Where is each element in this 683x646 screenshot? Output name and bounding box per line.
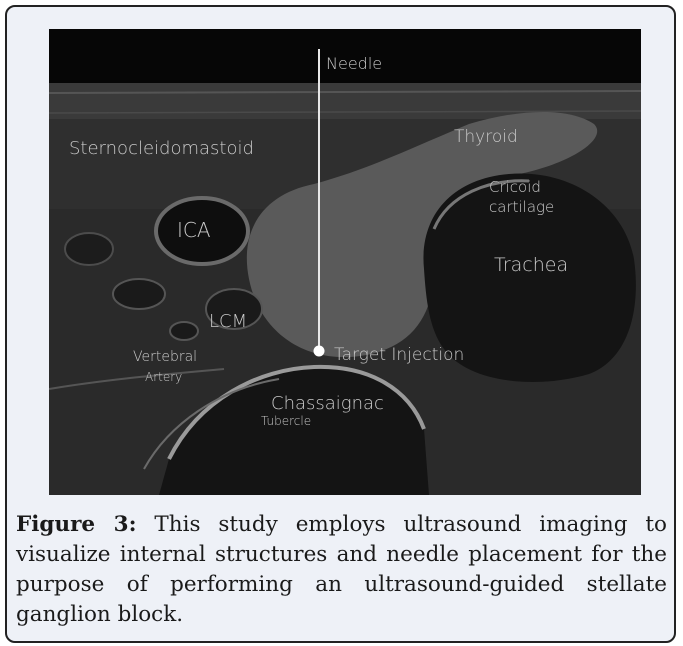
ultrasound-image: Needle Sternocleidomastoid Thyroid Crico… <box>49 29 641 495</box>
lcm-label: LCM <box>209 311 247 332</box>
cartilage-label: cartilage <box>489 198 554 216</box>
sternocleidomastoid-label: Sternocleidomastoid <box>69 138 254 159</box>
chassaignac-label: Chassaignac <box>271 393 384 414</box>
figure-caption: Figure 3: This study employs ultrasound … <box>16 510 667 630</box>
ica-label: ICA <box>177 218 211 242</box>
target-injection-label: Target Injection <box>334 345 464 365</box>
trachea-label: Trachea <box>494 254 568 276</box>
artery-label: Artery <box>145 370 182 384</box>
vertebral-label: Vertebral <box>133 349 197 365</box>
tubercle-label: Tubercle <box>261 414 311 428</box>
caption-label: Figure 3: <box>16 512 137 537</box>
cricoid-label: Cricoid <box>489 178 541 196</box>
needle-label: Needle <box>326 54 382 73</box>
target-point <box>314 346 325 357</box>
thyroid-label: Thyroid <box>454 127 518 147</box>
